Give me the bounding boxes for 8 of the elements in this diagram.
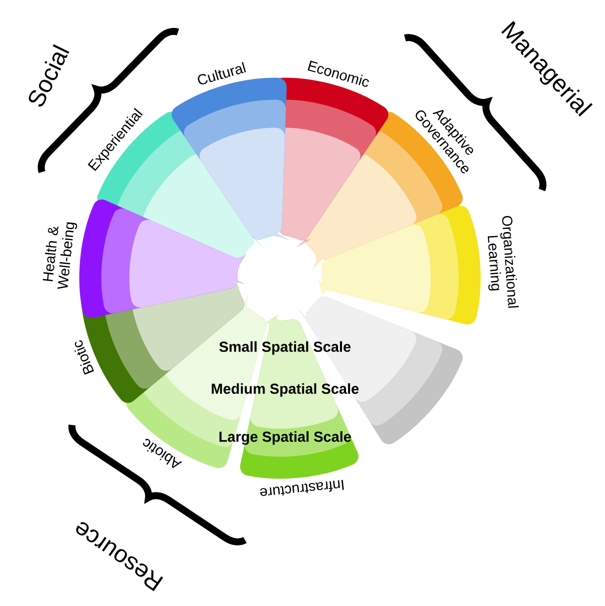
scale-label: Medium Spatial Scale bbox=[212, 383, 359, 397]
sector-label: Cultural bbox=[198, 62, 246, 84]
sector-label: Infrastructure bbox=[260, 480, 344, 496]
sector-label: Biotic bbox=[74, 340, 94, 375]
scale-label: Large Spatial Scale bbox=[219, 431, 351, 445]
sector-label: Organizational Learning bbox=[488, 216, 519, 308]
sector-label: Health & Well-being bbox=[42, 222, 78, 289]
scale-label: Small Spatial Scale bbox=[219, 341, 351, 355]
